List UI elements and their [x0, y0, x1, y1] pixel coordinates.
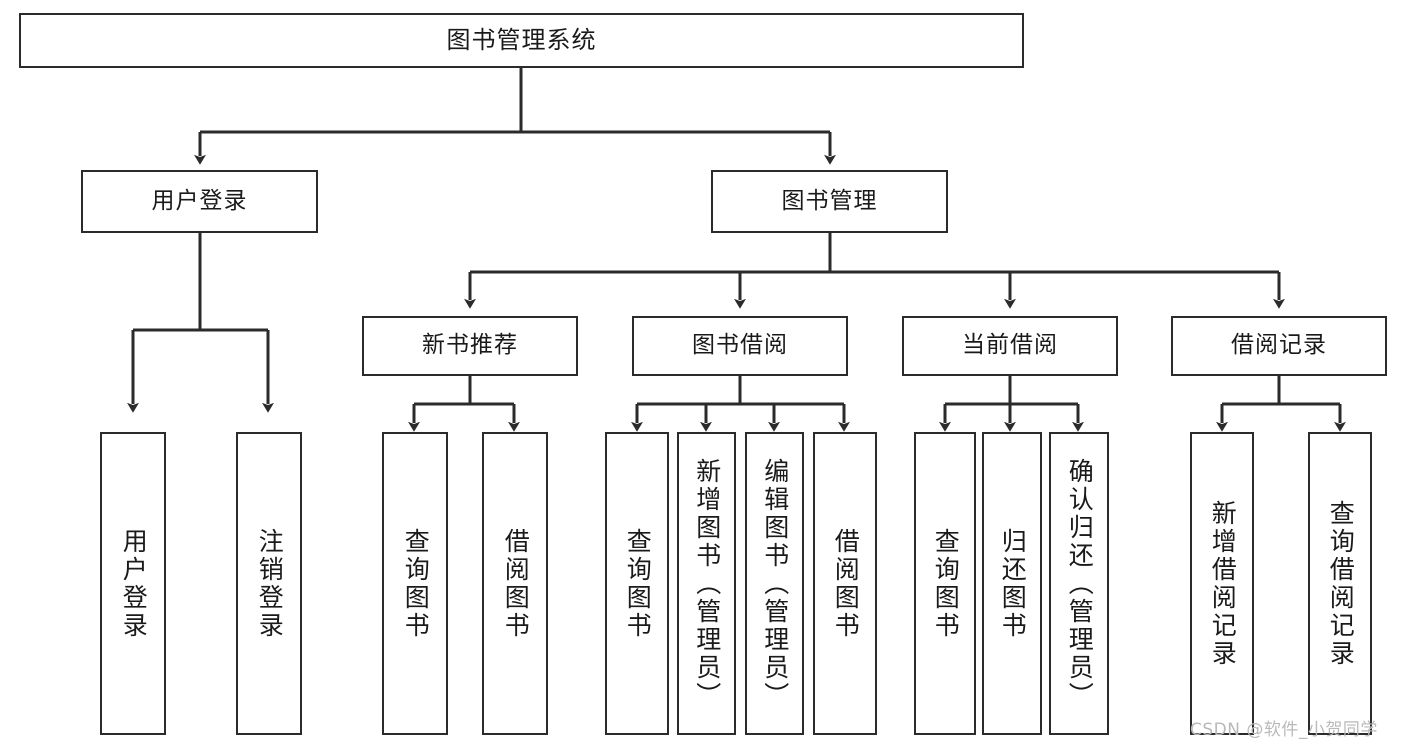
node-new-book-recommend[interactable]: 新书推荐	[362, 316, 578, 376]
node-current-borrow[interactable]: 当前借阅	[902, 316, 1118, 376]
leaf-borrow-book-2[interactable]: 借阅图书	[813, 432, 877, 735]
leaf-add-book[interactable]: 新增图书（管理员）	[677, 432, 736, 735]
leaf-query-book-2-label: 查询图书	[623, 527, 653, 640]
node-root-label: 图书管理系统	[446, 26, 597, 55]
node-book-borrow-label: 图书借阅	[692, 332, 788, 359]
node-book-borrow[interactable]: 图书借阅	[632, 316, 848, 376]
leaf-edit-book-label: 编辑图书（管理员）	[760, 457, 790, 710]
leaf-borrow-book-1-label: 借阅图书	[501, 527, 531, 640]
node-current-borrow-label: 当前借阅	[962, 332, 1058, 359]
leaf-query-book-3-label: 查询图书	[931, 527, 961, 640]
node-book-manage-label: 图书管理	[781, 187, 878, 214]
leaf-user-logout-label: 注销登录	[255, 527, 285, 640]
leaf-add-record-label: 新增借阅记录	[1208, 499, 1238, 668]
leaf-return-book[interactable]: 归还图书	[982, 432, 1042, 735]
leaf-borrow-book-1[interactable]: 借阅图书	[482, 432, 548, 735]
leaf-user-login-label: 用户登录	[119, 527, 149, 640]
leaf-user-login[interactable]: 用户登录	[100, 432, 166, 735]
leaf-query-book-2[interactable]: 查询图书	[605, 432, 669, 735]
node-new-book-recommend-label: 新书推荐	[422, 332, 518, 359]
leaf-query-book-3[interactable]: 查询图书	[914, 432, 976, 735]
leaf-confirm-return[interactable]: 确认归还（管理员）	[1049, 432, 1109, 735]
leaf-query-book-1[interactable]: 查询图书	[382, 432, 448, 735]
leaf-add-record[interactable]: 新增借阅记录	[1190, 432, 1254, 735]
node-user-login[interactable]: 用户登录	[81, 170, 318, 233]
leaf-add-book-label: 新增图书（管理员）	[692, 457, 722, 710]
leaf-confirm-return-label: 确认归还（管理员）	[1065, 457, 1095, 710]
csdn-watermark: CSDN @软件_小贺同学	[1190, 720, 1378, 740]
leaf-user-logout[interactable]: 注销登录	[236, 432, 302, 735]
leaf-edit-book[interactable]: 编辑图书（管理员）	[745, 432, 804, 735]
leaf-return-book-label: 归还图书	[998, 527, 1028, 640]
leaf-query-record[interactable]: 查询借阅记录	[1308, 432, 1372, 735]
leaf-borrow-book-2-label: 借阅图书	[831, 527, 861, 640]
node-borrow-record[interactable]: 借阅记录	[1171, 316, 1387, 376]
node-book-manage[interactable]: 图书管理	[711, 170, 948, 233]
leaf-query-book-1-label: 查询图书	[401, 527, 431, 640]
leaf-query-record-label: 查询借阅记录	[1326, 499, 1356, 668]
node-borrow-record-label: 借阅记录	[1231, 332, 1327, 359]
node-root[interactable]: 图书管理系统	[19, 13, 1024, 68]
node-user-login-label: 用户登录	[151, 187, 248, 214]
